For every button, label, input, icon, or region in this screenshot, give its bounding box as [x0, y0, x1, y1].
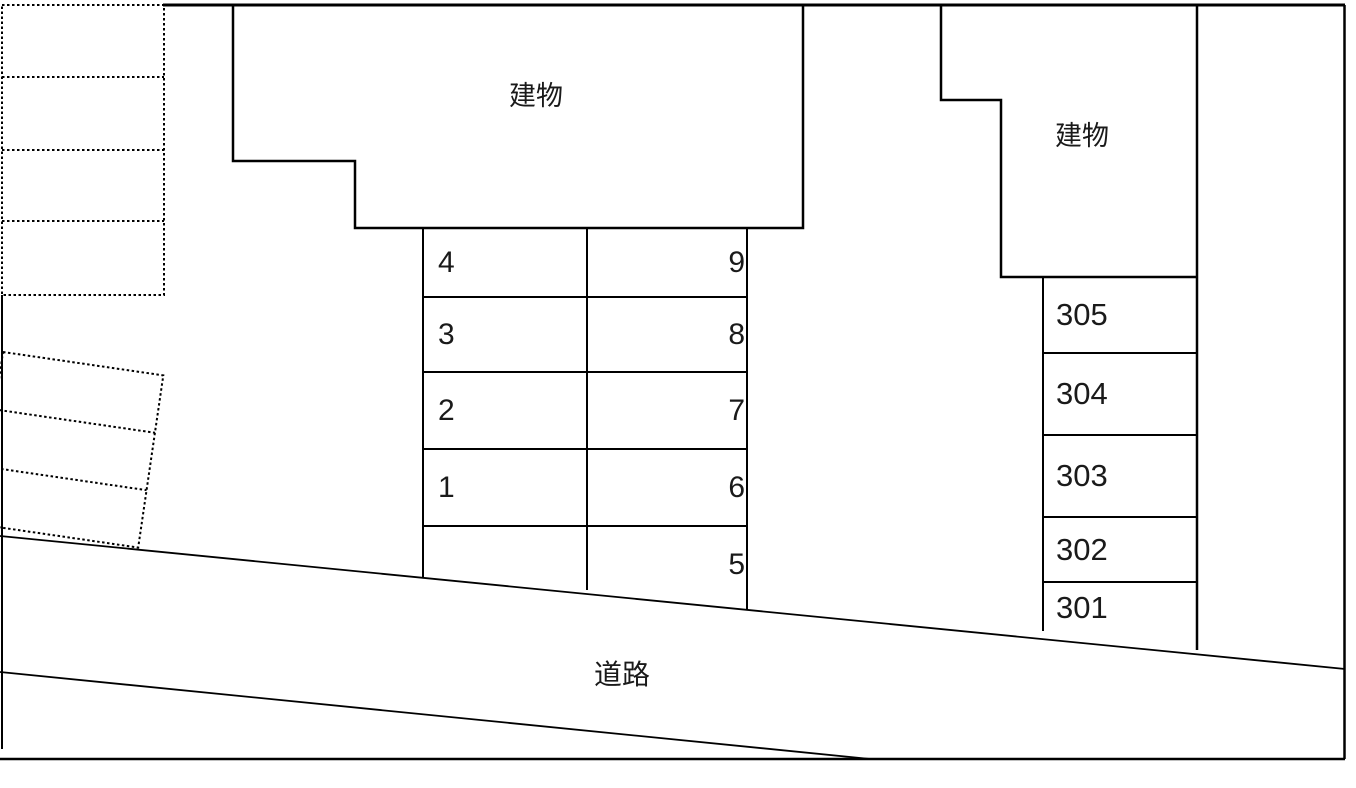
- parking-space-304[interactable]: 304: [1056, 376, 1108, 411]
- parking-space-2[interactable]: 2: [438, 393, 455, 427]
- parking-space-left-unnumbered[interactable]: [425, 528, 598, 574]
- nw-dotted-space-3[interactable]: [3, 151, 163, 220]
- parking-space-303[interactable]: 303: [1056, 458, 1108, 493]
- building-top-outline: [231, 5, 805, 230]
- parking-space-302[interactable]: 302: [1056, 531, 1108, 567]
- parking-space-4[interactable]: 4: [438, 245, 455, 279]
- parking-space-5[interactable]: 5: [728, 548, 745, 581]
- parking-space-1[interactable]: 1: [438, 470, 455, 504]
- boundary-lines: [0, 3, 1346, 761]
- angled-dotted-spaces-outline: [0, 350, 165, 549]
- east-lot-grid: [1042, 277, 1197, 631]
- parking-space-9[interactable]: 9: [728, 245, 745, 279]
- parking-space-301[interactable]: 301: [1056, 590, 1108, 625]
- parking-space-305[interactable]: 305: [1056, 297, 1108, 332]
- road-lines: [0, 535, 1346, 760]
- parking-space-6[interactable]: 6: [728, 470, 745, 504]
- nw-dotted-space-1[interactable]: [3, 6, 163, 76]
- nw-dotted-space-2[interactable]: [3, 78, 163, 149]
- parking-space-8[interactable]: 8: [728, 317, 745, 351]
- northwest-dotted-spaces-outline: [1, 4, 165, 296]
- nw-dotted-space-4[interactable]: [3, 222, 163, 294]
- center-lot-grid: [422, 228, 748, 610]
- angled-dotted-spaces: [0, 353, 163, 549]
- building-top-label: 建物: [509, 80, 563, 111]
- building-right-outline: [939, 5, 1199, 650]
- parking-space-7[interactable]: 7: [728, 393, 745, 427]
- building-right-label: 建物: [1055, 120, 1109, 151]
- parking-space-3[interactable]: 3: [438, 317, 455, 351]
- road-label: 道路: [593, 659, 650, 690]
